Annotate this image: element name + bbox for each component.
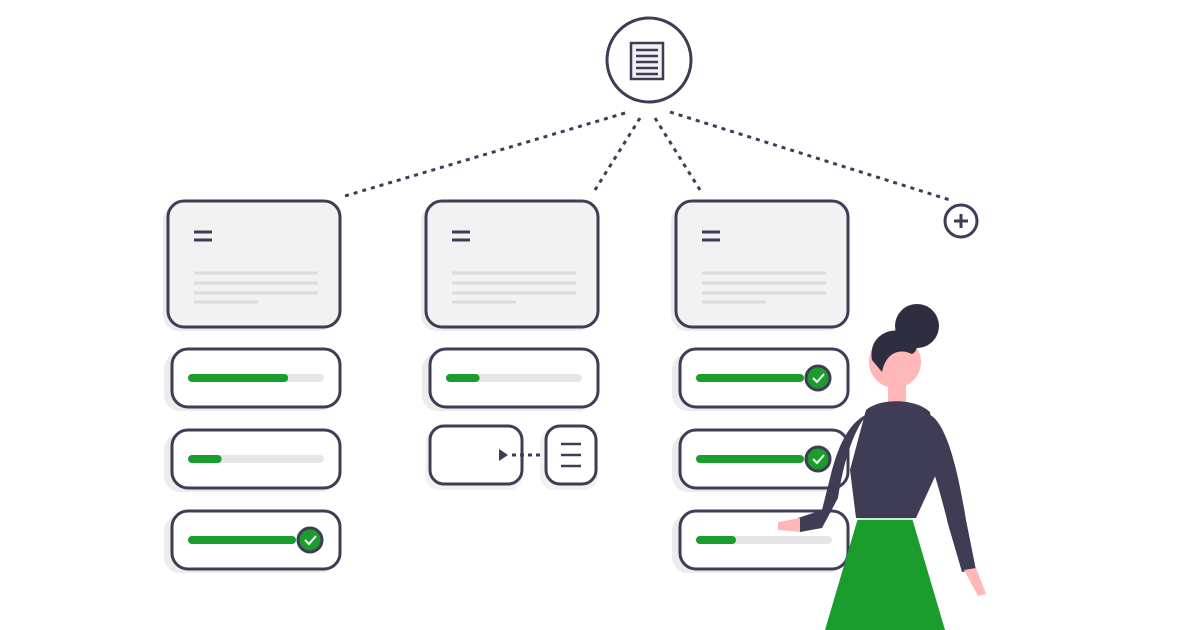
progress-row[interactable] (422, 347, 600, 411)
content-card[interactable] (424, 199, 600, 329)
column-1 (163, 199, 342, 573)
menu-lines-icon (194, 230, 212, 242)
root-node[interactable] (605, 16, 693, 104)
play-arrow-icon (499, 449, 508, 461)
right-arm (924, 414, 976, 572)
columns (163, 199, 850, 573)
content-card[interactable] (166, 199, 342, 329)
tree-connectors (344, 110, 951, 202)
progress-row[interactable] (672, 428, 850, 492)
torso (850, 401, 938, 518)
card-text-lines (702, 271, 826, 304)
progress-row[interactable] (164, 428, 342, 492)
progress-row[interactable] (672, 347, 850, 411)
plus-circle-icon (954, 214, 968, 228)
check-circle-icon (804, 364, 832, 392)
hair (871, 330, 917, 372)
skirt (825, 518, 945, 630)
content-card[interactable] (674, 199, 850, 329)
card-text-lines (452, 271, 576, 304)
add-node-button[interactable] (943, 203, 979, 239)
middle-connector-group (425, 424, 598, 490)
document-stack-icon (629, 41, 665, 81)
column-2 (421, 199, 600, 411)
play-node[interactable] (428, 424, 524, 486)
progress-row[interactable] (164, 509, 342, 573)
list-icon (561, 442, 581, 468)
column-3 (671, 199, 850, 573)
menu-lines-icon (702, 230, 720, 242)
woman-figure-illustration (778, 304, 986, 630)
check-circle-icon (804, 445, 832, 473)
progress-row[interactable] (164, 347, 342, 411)
check-circle-icon (296, 526, 324, 554)
card-text-lines (194, 271, 318, 304)
left-arm (798, 414, 868, 532)
menu-lines-icon (452, 230, 470, 242)
